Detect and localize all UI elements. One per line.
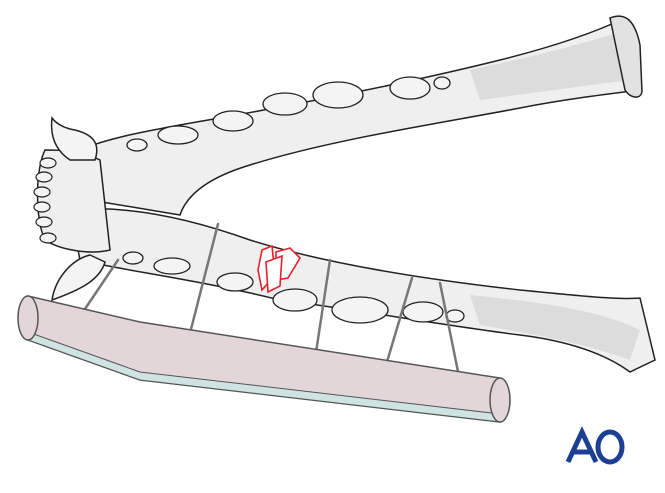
- mandible-left-branch: [58, 15, 643, 216]
- canine-tooth-upper: [50, 116, 98, 161]
- mandible-right-branch: [69, 208, 656, 373]
- upper-cheek-teeth: [126, 76, 451, 152]
- acrylic-connecting-bar: [17, 295, 511, 423]
- lower-cheek-teeth: [122, 251, 465, 324]
- ao-logo: [565, 426, 625, 465]
- incisor-teeth: [33, 157, 57, 244]
- fracture-fragments: [257, 244, 302, 294]
- canine-tooth-lower: [51, 254, 106, 302]
